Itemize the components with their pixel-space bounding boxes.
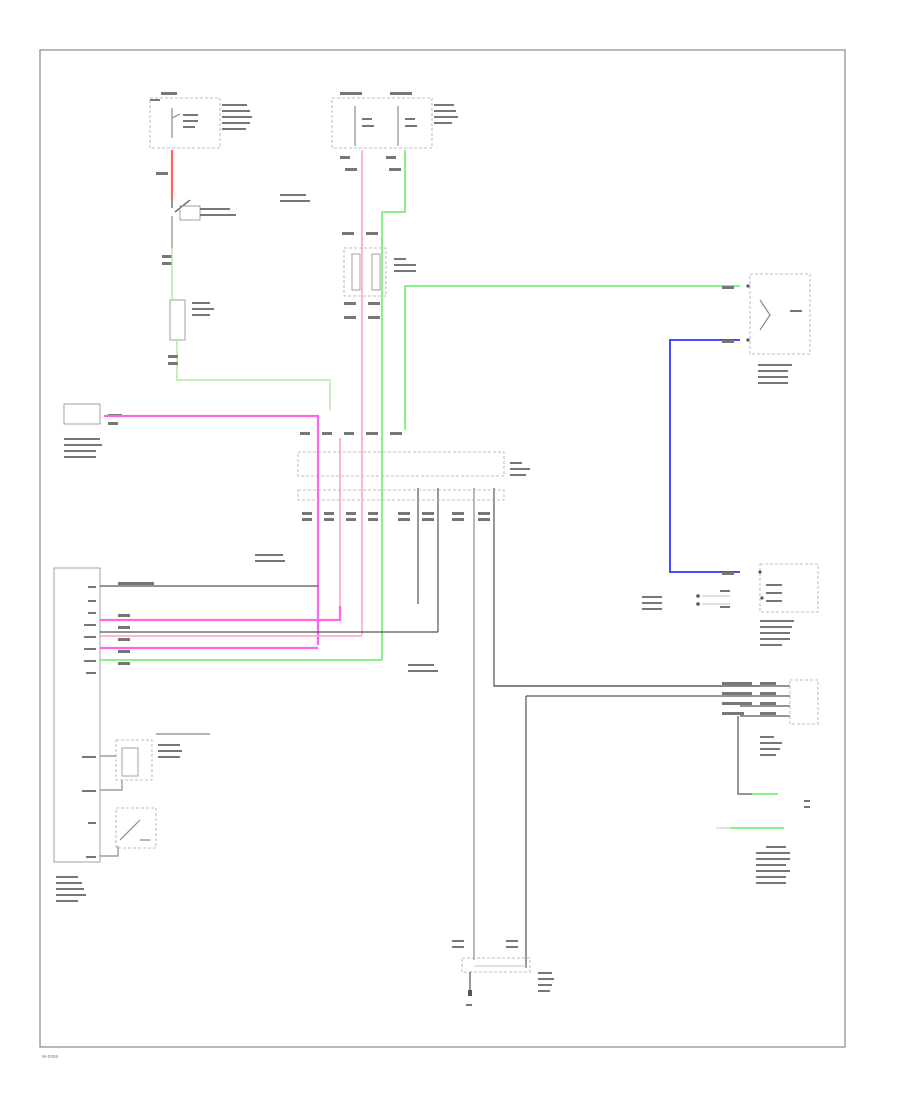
junction-connector-middle (297, 432, 530, 477)
bottom-ground-connector (452, 940, 554, 1006)
wire-ecu-2 (100, 606, 342, 622)
left-small-connector (63, 403, 102, 458)
right-connector-stack (494, 679, 819, 968)
wire-magenta-top (104, 414, 320, 432)
wire-green-lower-left (176, 340, 331, 410)
wire-green-right (404, 285, 740, 295)
right-lower-component (758, 563, 819, 646)
diagram-id: W-0006 (42, 1054, 58, 1059)
right-component-switch (746, 273, 811, 384)
ecu-internal-switch (100, 807, 157, 857)
left-main-ecu (53, 567, 101, 902)
junction-left (169, 299, 214, 341)
relay-block-center (343, 247, 416, 297)
top-middle-fuse-block (331, 92, 458, 149)
top-left-fuse-block (149, 92, 252, 149)
ecu-internal-relay (100, 733, 210, 791)
wire-blue (669, 339, 740, 573)
switch-assembly-left (162, 199, 236, 265)
diagram-border (39, 49, 846, 1048)
wire-green-main (381, 150, 406, 420)
wire-dark-right (493, 488, 760, 687)
right-side-legend (642, 590, 730, 610)
